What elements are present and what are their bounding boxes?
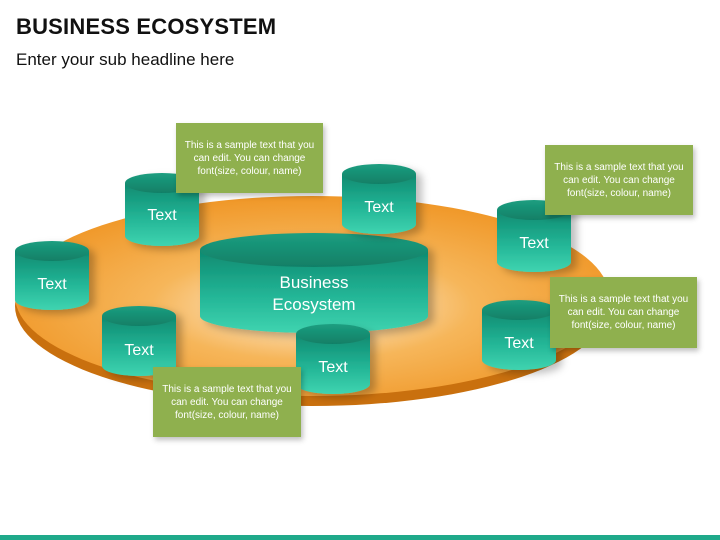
footer-bar xyxy=(0,535,720,540)
node-label: Text xyxy=(364,199,394,216)
node-label: Text xyxy=(318,359,348,376)
node-cylinder-7: Text xyxy=(482,300,556,370)
center-cylinder: Business Ecosystem xyxy=(200,233,428,333)
node-label: Text xyxy=(147,207,177,224)
node-cylinder-3: Text xyxy=(497,200,571,272)
page-subtitle: Enter your sub headline here xyxy=(16,50,235,69)
node-cylinder-5: Text xyxy=(102,306,176,376)
node-label: Text xyxy=(124,342,154,359)
text-note-top: This is a sample text that you can edit.… xyxy=(176,123,323,193)
text-note-right: This is a sample text that you can edit.… xyxy=(550,277,697,348)
center-label-line1: Business xyxy=(280,273,349,292)
node-label: Text xyxy=(37,276,67,293)
node-cylinder-2: Text xyxy=(342,164,416,234)
center-label-line2: Ecosystem xyxy=(272,295,355,314)
node-label: Text xyxy=(519,235,549,252)
node-cylinder-6: Text xyxy=(296,324,370,394)
text-note-top-right: This is a sample text that you can edit.… xyxy=(545,145,693,215)
node-cylinder-4: Text xyxy=(15,241,89,310)
page-title: BUSINESS ECOSYSTEM xyxy=(16,14,277,39)
text-note-bottom: This is a sample text that you can edit.… xyxy=(153,367,301,437)
node-label: Text xyxy=(504,335,534,352)
